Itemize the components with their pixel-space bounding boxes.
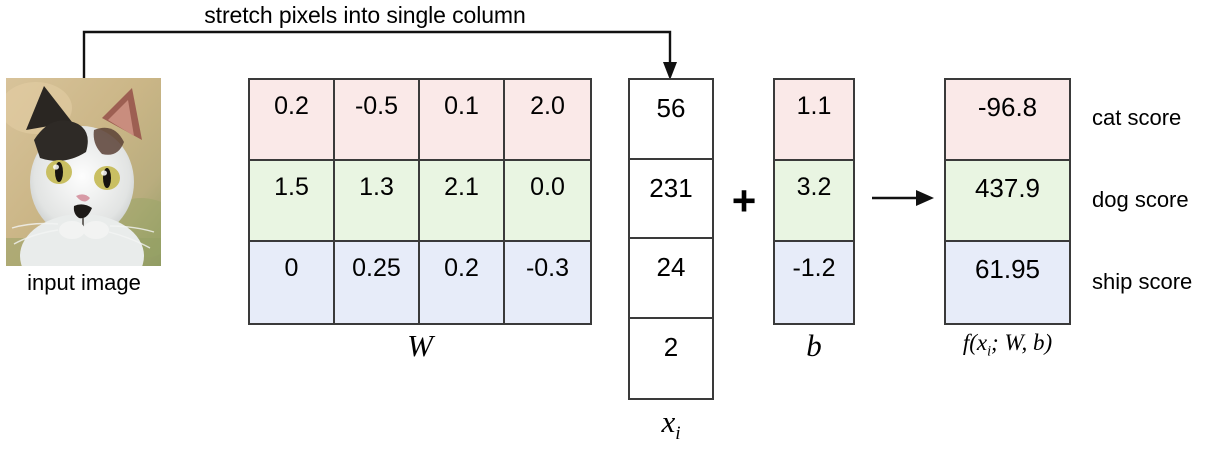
xi-cell-1: 231 [630,159,712,239]
w-cell-r2c3: -0.3 [505,242,590,323]
cat-photo-graphic [6,78,161,266]
b-cell-1: 3.2 [775,161,853,242]
f-cell-ship: 61.95 [946,242,1069,323]
w-cell-r0c2: 0.1 [420,80,505,161]
xi-cell-2: 24 [630,239,712,319]
input-image-label: input image [27,270,141,295]
xi-cell-0: 56 [630,80,712,160]
cat-score-caption: cat score [1092,105,1182,130]
dog-score-caption: dog score [1092,187,1189,212]
result-arrow [872,186,936,215]
w-cell-r1c3: 0.0 [505,161,590,242]
input-image [6,78,161,266]
w-cell-r1c0: 1.5 [250,161,335,242]
w-cell-r2c1: 0.25 [335,242,420,323]
b-vector-label: b [806,328,822,363]
w-matrix-label: W [407,328,433,363]
bias-vector-b: 1.1 3.2 -1.2 [773,78,855,325]
f-cell-dog: 437.9 [946,161,1069,242]
input-vector-xi: 56 231 24 2 [628,78,714,400]
xi-label-base: x [661,404,676,439]
f-label-tail: ; W, b) [991,330,1053,355]
stretch-connector-arrow [80,28,680,93]
ship-score-caption: ship score [1092,269,1193,294]
w-cell-r0c3: 2.0 [505,80,590,161]
xi-vector-label: xi [628,404,714,445]
w-cell-r2c0: 0 [250,242,335,323]
f-label-subscript: i [987,343,992,360]
w-cell-r1c1: 1.3 [335,161,420,242]
xi-cell-3: 2 [630,318,712,398]
plus-operator: + [731,177,757,224]
b-cell-0: 1.1 [775,80,853,161]
w-cell-r0c1: -0.5 [335,80,420,161]
w-cell-r2c2: 0.2 [420,242,505,323]
xi-label-subscript: i [675,423,681,445]
f-cell-cat: -96.8 [946,80,1069,161]
b-cell-2: -1.2 [775,242,853,323]
f-label-head: f(x [962,330,988,355]
w-cell-r1c2: 2.1 [420,161,505,242]
score-vector-f: -96.8 437.9 61.95 [944,78,1071,325]
w-cell-r0c0: 0.2 [250,80,335,161]
diagram-title: stretch pixels into single column [204,2,526,28]
weight-matrix-w: 0.2 -0.5 0.1 2.0 1.5 1.3 2.1 0.0 0 0.25 … [248,78,592,325]
f-function-label: f(xi; W, b) [930,330,1085,361]
